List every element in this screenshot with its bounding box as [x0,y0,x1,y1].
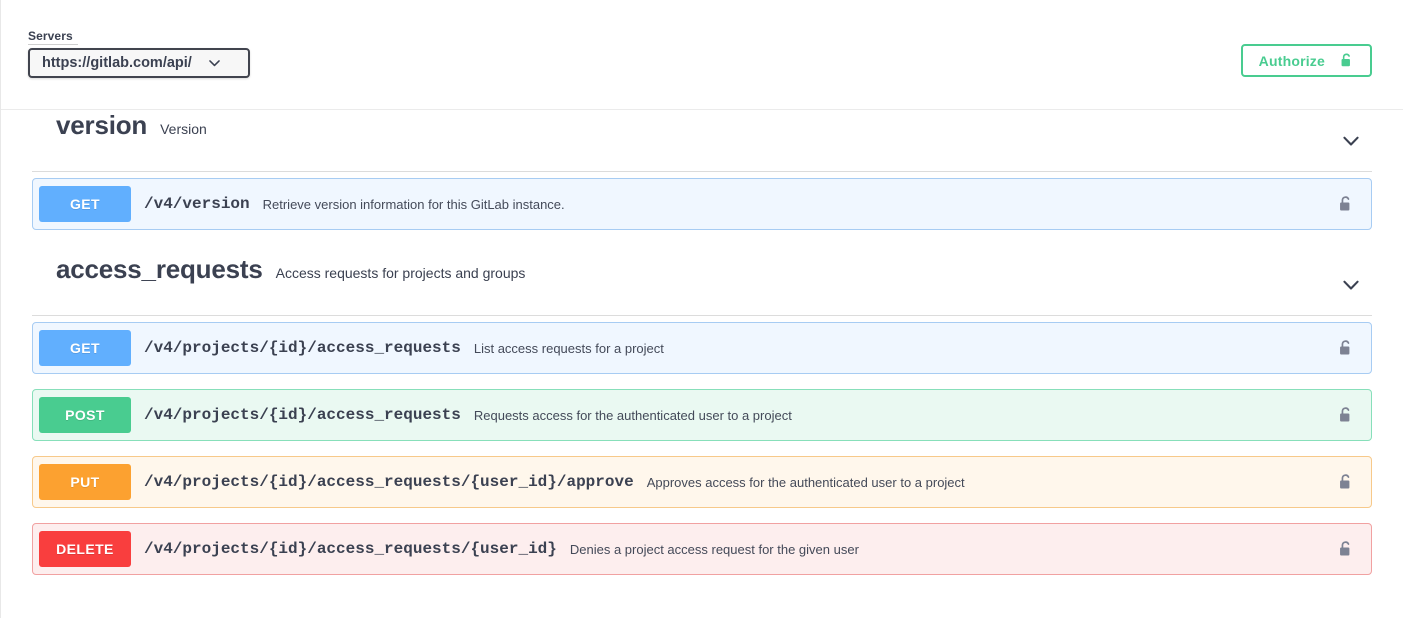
operation-row[interactable]: POST /v4/projects/{id}/access_requests R… [32,389,1372,441]
unlocked-padlock-icon[interactable] [1337,195,1354,214]
operation-path: /v4/projects/{id}/access_requests/{user_… [144,473,634,491]
operation-list: GET /v4/version Retrieve version informa… [32,172,1372,230]
authorize-button[interactable]: Authorize [1240,44,1372,77]
operation-summary: List access requests for a project [473,340,664,356]
operations-content: version Version GET /v4/version Retrieve… [1,110,1403,575]
tag-name: access_requests [56,254,263,284]
scheme-bar: Servers https://gitlab.com/api/ Authoriz… [1,0,1403,110]
unlocked-padlock-icon[interactable] [1337,540,1354,559]
method-badge: GET [39,186,131,222]
operation-path: /v4/projects/{id}/access_requests [144,406,461,424]
operation-summary: Denies a project access request for the … [569,541,859,557]
chevron-down-icon[interactable] [1340,274,1362,296]
tag-header-access-requests[interactable]: access_requests Access requests for proj… [32,254,1372,316]
operation-row[interactable]: GET /v4/version Retrieve version informa… [32,178,1372,230]
unlocked-padlock-icon[interactable] [1337,406,1354,425]
method-badge: PUT [39,464,131,500]
operation-path: /v4/version [144,195,250,213]
operation-row[interactable]: PUT /v4/projects/{id}/access_requests/{u… [32,456,1372,508]
chevron-down-icon[interactable] [1340,130,1362,152]
tag-description: Access requests for projects and groups [275,265,526,281]
tag-section-access-requests: access_requests Access requests for proj… [32,254,1372,575]
authorize-button-label: Authorize [1258,52,1325,69]
unlocked-padlock-icon [1339,52,1354,69]
method-badge: GET [39,330,131,366]
tag-description: Version [160,121,207,137]
operation-row[interactable]: GET /v4/projects/{id}/access_requests Li… [32,322,1372,374]
operation-row[interactable]: DELETE /v4/projects/{id}/access_requests… [32,523,1372,575]
operation-path: /v4/projects/{id}/access_requests [144,339,461,357]
operation-summary: Requests access for the authenticated us… [473,407,792,423]
method-badge: DELETE [39,531,131,567]
tag-section-version: version Version GET /v4/version Retrieve… [32,110,1372,230]
operation-summary: Retrieve version information for this Gi… [262,196,565,212]
operation-summary: Approves access for the authenticated us… [646,474,965,490]
operation-path: /v4/projects/{id}/access_requests/{user_… [144,540,557,558]
operation-list: GET /v4/projects/{id}/access_requests Li… [32,316,1372,575]
unlocked-padlock-icon[interactable] [1337,339,1354,358]
tag-header-version[interactable]: version Version [32,110,1372,172]
unlocked-padlock-icon[interactable] [1337,473,1354,492]
servers-label: Servers [28,29,78,45]
servers-block: Servers https://gitlab.com/api/ [28,29,250,78]
server-select-value: https://gitlab.com/api/ [42,55,192,71]
method-badge: POST [39,397,131,433]
chevron-down-icon [208,57,221,70]
tag-name: version [56,110,148,140]
server-select[interactable]: https://gitlab.com/api/ [28,48,250,78]
